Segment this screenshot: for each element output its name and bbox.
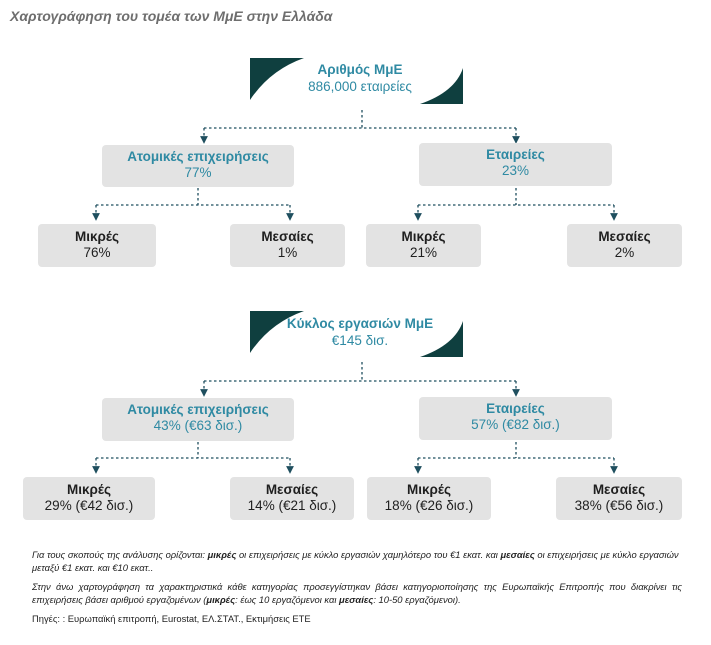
tree2-left-value: 43% (€63 δισ.) bbox=[153, 418, 243, 433]
tree1-left-value: 77% bbox=[184, 165, 212, 180]
tree2-root-node: Κύκλος εργασιών ΜμΕ €145 δισ. bbox=[255, 316, 465, 348]
tree2-root-value: €145 δισ. bbox=[331, 333, 389, 348]
tree1-root-node: Αριθμός ΜμΕ 886,000 εταιρείες bbox=[255, 62, 465, 94]
note1-text-e: οι επιχειρήσεις με κύκλο εργασιών μεταξύ… bbox=[32, 549, 679, 573]
page-title: Χαρτογράφηση του τομέα των ΜμΕ στην Ελλά… bbox=[10, 8, 333, 24]
tree2-right-small-value: 18% (€26 δισ.) bbox=[384, 498, 474, 513]
tree1-left-medium-node: Μεσαίες 1% bbox=[230, 224, 345, 267]
note2-bold-medium: μεσαίες bbox=[339, 594, 374, 605]
note1-bold-small: μικρές bbox=[207, 549, 237, 560]
note-methodology: Στην άνω χαρτογράφηση τα χαρακτηριστικά … bbox=[32, 580, 682, 606]
tree2-left-medium-value: 14% (€21 δισ.) bbox=[247, 498, 337, 513]
tree2-left-title: Ατομικές επιχειρήσεις bbox=[127, 402, 269, 417]
tree1-right-medium-title: Μεσαίες bbox=[598, 229, 651, 244]
tree2-right-medium-node: Μεσαίες 38% (€56 δισ.) bbox=[556, 477, 682, 520]
tree1-right-value: 23% bbox=[501, 163, 530, 178]
tree1-right-small-title: Μικρές bbox=[401, 229, 446, 244]
tree2-right-value: 57% (€82 δισ.) bbox=[471, 417, 560, 432]
tree1-left-small-value: 76% bbox=[83, 245, 111, 260]
tree2-right-title: Εταιρείες bbox=[486, 401, 545, 416]
tree1-right-title: Εταιρείες bbox=[486, 147, 545, 162]
tree2-right-small-node: Μικρές 18% (€26 δισ.) bbox=[367, 477, 491, 520]
tree2-right-node: Εταιρείες 57% (€82 δισ.) bbox=[419, 397, 612, 440]
note2-bold-small: μικρές bbox=[206, 594, 236, 605]
tree1-right-node: Εταιρείες 23% bbox=[419, 143, 612, 186]
tree1-left-title: Ατομικές επιχειρήσεις bbox=[127, 149, 269, 164]
note-sources: Πηγές: : Ευρωπαϊκή επιτροπή, Eurostat, Ε… bbox=[32, 613, 311, 624]
tree2-left-small-title: Μικρές bbox=[67, 482, 111, 497]
tree2-left-small-value: 29% (€42 δισ.) bbox=[44, 498, 134, 513]
note2-text-e: : 10-50 εργαζόμενοι). bbox=[373, 594, 461, 605]
tree2-left-medium-title: Μεσαίες bbox=[265, 482, 319, 497]
tree2-left-small-node: Μικρές 29% (€42 δισ.) bbox=[23, 477, 155, 520]
tree2-root-title: Κύκλος εργασιών ΜμΕ bbox=[286, 316, 434, 331]
tree1-root-value: 886,000 εταιρείες bbox=[308, 79, 412, 94]
note1-text-c: οι επιχειρήσεις με κύκλο εργασιών χαμηλό… bbox=[236, 549, 501, 560]
tree1-left-medium-title: Μεσαίες bbox=[261, 229, 314, 244]
tree2-right-medium-title: Μεσαίες bbox=[592, 482, 646, 497]
root2-corner-right-icon bbox=[420, 321, 463, 357]
note1-bold-medium: μεσαίες bbox=[500, 549, 535, 560]
tree1-right-medium-node: Μεσαίες 2% bbox=[567, 224, 682, 267]
tree1-right-small-node: Μικρές 21% bbox=[366, 224, 481, 267]
note1-text-a: Για τους σκοπούς της ανάλυσης ορίζονται: bbox=[32, 549, 208, 560]
tree1-left-small-node: Μικρές 76% bbox=[38, 224, 156, 267]
tree1-left-medium-value: 1% bbox=[277, 245, 298, 260]
tree1-right-small-value: 21% bbox=[409, 245, 438, 260]
footnotes: Για τους σκοπούς της ανάλυσης ορίζονται:… bbox=[32, 548, 682, 631]
tree2-left-medium-node: Μεσαίες 14% (€21 δισ.) bbox=[230, 477, 354, 520]
tree1-left-node: Ατομικές επιχειρήσεις 77% bbox=[102, 145, 294, 187]
root2-corner-left-icon bbox=[250, 311, 304, 353]
note-definitions: Για τους σκοπούς της ανάλυσης ορίζονται:… bbox=[32, 548, 682, 574]
note2-text-a: Στην άνω χαρτογράφηση τα χαρακτηριστικά … bbox=[32, 581, 682, 605]
root1-corner-right-icon bbox=[420, 68, 463, 104]
note2-text-c: : έως 10 εργαζόμενοι και bbox=[235, 594, 340, 605]
tree1-left-small-title: Μικρές bbox=[75, 229, 119, 244]
tree1-right-medium-value: 2% bbox=[614, 245, 635, 260]
tree1-root-title: Αριθμός ΜμΕ bbox=[317, 62, 403, 77]
tree2-right-small-title: Μικρές bbox=[407, 482, 451, 497]
tree2-left-node: Ατομικές επιχειρήσεις 43% (€63 δισ.) bbox=[102, 398, 294, 441]
tree2-right-medium-value: 38% (€56 δισ.) bbox=[574, 498, 664, 513]
root1-corner-left-icon bbox=[250, 58, 304, 100]
